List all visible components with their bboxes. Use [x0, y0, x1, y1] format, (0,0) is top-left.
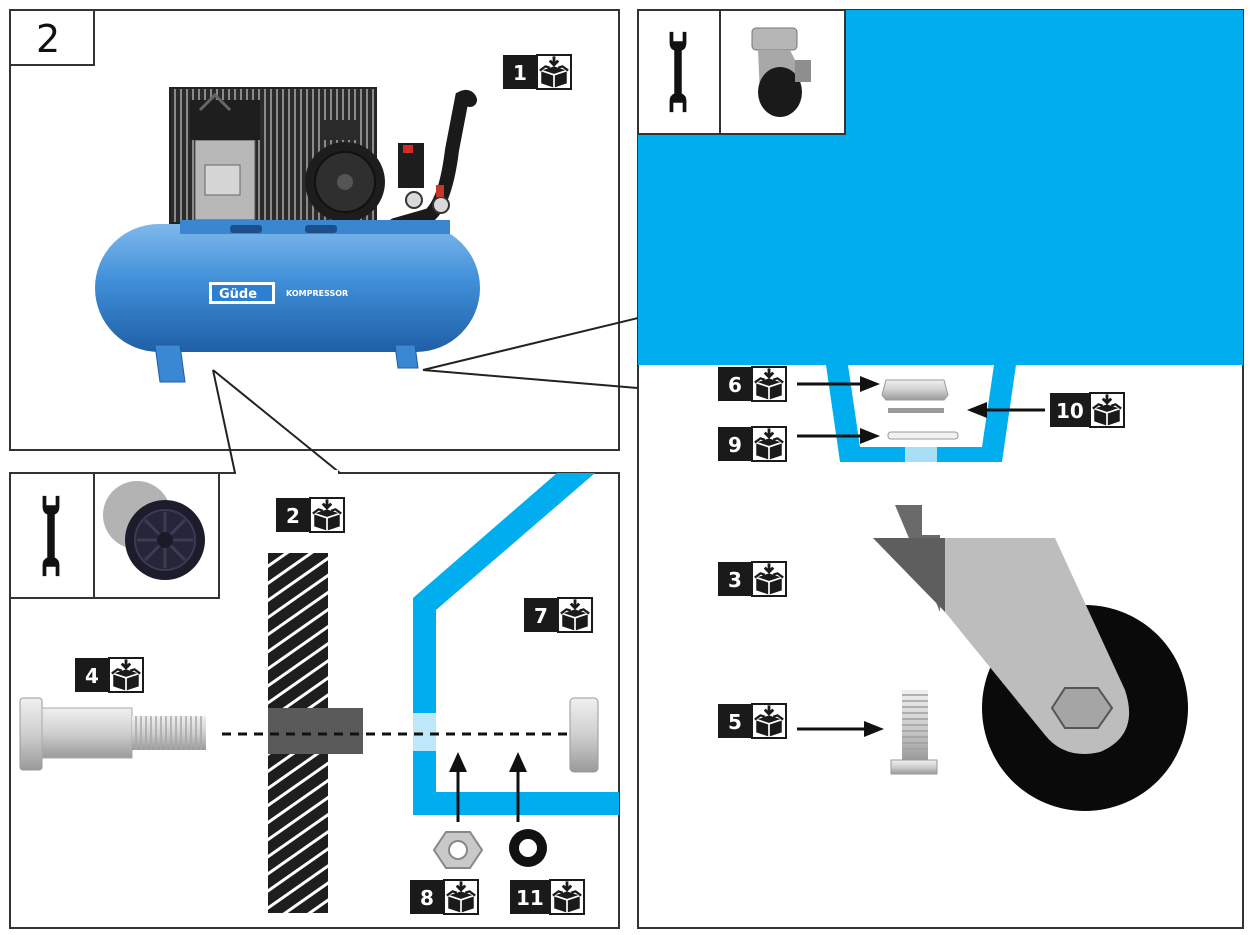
svg-text:10: 10 — [1056, 399, 1084, 423]
parts-box-icon — [752, 427, 786, 461]
part-label-11: 11 — [510, 880, 584, 914]
tank-foot-right — [395, 345, 418, 368]
part-label-2: 2 — [276, 498, 344, 532]
parts-box-icon — [1090, 393, 1124, 427]
step-number-box: 2 — [10, 10, 94, 65]
washer-part-11 — [509, 829, 547, 867]
tool-parts-box-right — [638, 10, 845, 134]
svg-text:9: 9 — [728, 433, 742, 457]
svg-text:4: 4 — [85, 664, 99, 688]
svg-text:2: 2 — [286, 504, 300, 528]
svg-text:7: 7 — [534, 604, 548, 628]
part-label-4: 4 — [75, 658, 143, 692]
part-label-9: 9 — [718, 427, 786, 461]
parts-box-icon — [310, 498, 344, 532]
parts-box-icon — [752, 367, 786, 401]
air-tank — [95, 224, 480, 352]
product-label: KOMPRESSOR — [286, 289, 348, 298]
part-label-7: 7 — [524, 598, 592, 632]
parts-box-icon — [109, 658, 143, 692]
svg-text:5: 5 — [728, 710, 742, 734]
svg-text:1: 1 — [513, 61, 527, 85]
parts-box-icon — [752, 704, 786, 738]
parts-box-icon — [537, 55, 571, 89]
spring-washer-10 — [888, 408, 944, 413]
svg-text:11: 11 — [516, 886, 544, 910]
bolt-sleeve — [268, 708, 363, 754]
brand-logo: Güde — [219, 287, 257, 302]
flat-washer-9 — [888, 432, 958, 439]
parts-box-icon — [444, 880, 478, 914]
hex-nut-end — [570, 698, 598, 772]
part-label-10: 10 — [1050, 393, 1124, 427]
part-label-1: 1 — [503, 55, 571, 89]
nut-part-8 — [434, 832, 482, 868]
svg-text:3: 3 — [728, 568, 742, 592]
part-label-5: 5 — [718, 704, 786, 738]
tool-parts-box-left — [10, 473, 219, 598]
svg-text:8: 8 — [420, 886, 434, 910]
tank-foot-left — [155, 345, 185, 382]
pump-head — [190, 95, 260, 220]
hex-nut-6 — [882, 380, 948, 400]
part-label-8: 8 — [410, 880, 478, 914]
parts-box-icon — [558, 598, 592, 632]
parts-box-icon — [550, 880, 584, 914]
part-label-3: 3 — [718, 562, 786, 596]
parts-box-icon — [752, 562, 786, 596]
step-number: 2 — [36, 17, 60, 61]
part-label-6: 6 — [718, 367, 786, 401]
svg-text:6: 6 — [728, 373, 742, 397]
